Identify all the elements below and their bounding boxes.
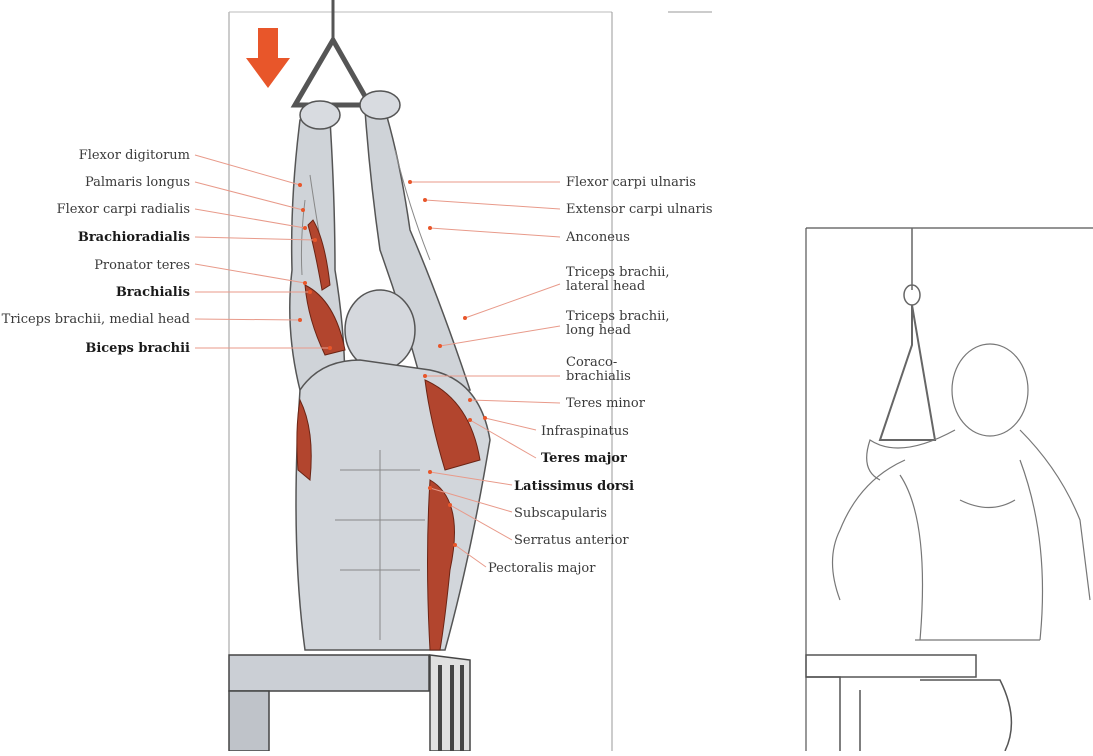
inset-figure [833, 344, 1091, 640]
label-teres-major: Teres major [541, 451, 627, 466]
leader-line [485, 418, 536, 430]
leader-line [470, 400, 560, 403]
leader-line [425, 200, 560, 209]
left-hand [300, 101, 340, 129]
leader-dot [448, 503, 452, 507]
leader-dot [483, 416, 487, 420]
leader-line [440, 326, 560, 346]
leader-dot [428, 486, 432, 490]
label-biceps-brachii: Biceps brachii [85, 341, 190, 356]
leader-dot [438, 344, 442, 348]
leader-line [195, 319, 300, 320]
label-flexor-carpi-radialis: Flexor carpi radialis [57, 202, 190, 217]
label-coracobrachialis: Coraco- brachialis [566, 356, 631, 384]
label-anconeus: Anconeus [566, 230, 630, 245]
leader-dot [303, 226, 307, 230]
leader-line [195, 209, 305, 228]
label-serratus-anterior: Serratus anterior [514, 533, 629, 548]
cable-handle [295, 0, 370, 105]
inset-bench [806, 655, 1011, 751]
label-triceps-lateral-head: Triceps brachii, lateral head [566, 266, 670, 294]
label-infraspinatus: Infraspinatus [541, 424, 629, 439]
label-brachialis: Brachialis [116, 285, 190, 300]
leader-dot [468, 398, 472, 402]
leader-dot [313, 238, 317, 242]
inset-illustration [806, 228, 1093, 751]
leader-line [195, 155, 300, 185]
label-brachioradialis: Brachioradialis [78, 230, 190, 245]
right-hand [360, 91, 400, 119]
leader-dot [298, 318, 302, 322]
leader-line [465, 284, 560, 318]
leader-dot [303, 281, 307, 285]
label-extensor-carpi-ulnaris: Extensor carpi ulnaris [566, 202, 713, 217]
label-flexor-carpi-ulnaris: Flexor carpi ulnaris [566, 175, 696, 190]
leader-dot [423, 374, 427, 378]
label-pronator-teres: Pronator teres [94, 258, 190, 273]
label-triceps-long-head: Triceps brachii, long head [566, 310, 670, 338]
leader-dot [463, 316, 467, 320]
label-latissimus-dorsi: Latissimus dorsi [514, 479, 634, 494]
leader-line [430, 228, 560, 237]
leader-dot [308, 290, 312, 294]
head [345, 290, 415, 370]
label-flexor-digitorum: Flexor digitorum [79, 148, 190, 163]
label-subscapularis: Subscapularis [514, 506, 607, 521]
leader-dot [468, 418, 472, 422]
label-palmaris-longus: Palmaris longus [85, 175, 190, 190]
label-triceps-medial-head: Triceps brachii, medial head [2, 312, 190, 327]
label-pectoralis-major: Pectoralis major [488, 561, 595, 576]
leader-line [195, 264, 305, 283]
leader-dot [453, 543, 457, 547]
leader-line [195, 182, 303, 210]
leader-dot [301, 208, 305, 212]
leader-dot [428, 226, 432, 230]
torso [296, 360, 490, 650]
bench [229, 655, 470, 751]
leader-dot [428, 470, 432, 474]
down-arrow-icon [246, 28, 290, 88]
leader-dot [328, 346, 332, 350]
leader-dot [298, 183, 302, 187]
label-teres-minor: Teres minor [566, 396, 645, 411]
leader-dot [408, 180, 412, 184]
leader-dot [423, 198, 427, 202]
